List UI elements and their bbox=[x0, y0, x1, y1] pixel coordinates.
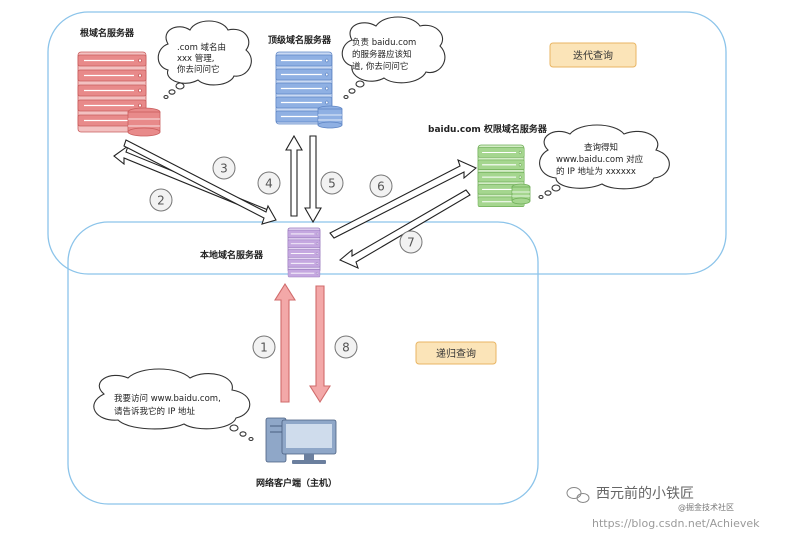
tld-server-label: 顶级域名服务器 bbox=[268, 34, 332, 46]
svg-text:3: 3 bbox=[220, 162, 228, 176]
recursive-region bbox=[67, 221, 539, 505]
local-server-label: 本地域名服务器 bbox=[200, 249, 264, 261]
wechat-icon bbox=[566, 487, 590, 503]
svg-text:1: 1 bbox=[260, 341, 268, 355]
step-6-badge: 6 bbox=[369, 174, 393, 198]
svg-text:7: 7 bbox=[407, 236, 415, 250]
iterative-query-tag: 迭代查询 bbox=[549, 42, 637, 68]
auth-server-label: baidu.com 权限域名服务器 bbox=[428, 123, 548, 135]
arrow-step-1 bbox=[274, 282, 296, 403]
step-4-badge: 4 bbox=[257, 171, 281, 195]
local-server-icon bbox=[287, 227, 321, 278]
tld-speech-bubble bbox=[341, 16, 446, 100]
arrow-step-6 bbox=[329, 158, 478, 239]
client-speech-bubble bbox=[93, 368, 254, 442]
computer-icon bbox=[265, 417, 337, 464]
svg-text:递归查询: 递归查询 bbox=[436, 347, 476, 360]
svg-text:迭代查询: 迭代查询 bbox=[573, 49, 613, 62]
watermark-sub: @掘金技术社区 bbox=[678, 502, 734, 512]
tld-bubble-text: 负责 baidu.com 的服务器应该知 道, 你去问问它 bbox=[352, 37, 419, 72]
step-2-badge: 2 bbox=[149, 188, 173, 212]
iterative-region bbox=[47, 11, 727, 275]
svg-text:4: 4 bbox=[265, 177, 273, 191]
arrow-step-8 bbox=[309, 285, 331, 404]
svg-text:5: 5 bbox=[328, 177, 336, 191]
arrow-step-3 bbox=[123, 139, 277, 225]
auth-speech-bubble bbox=[538, 124, 670, 200]
root-server-icon bbox=[77, 51, 161, 137]
root-server-label: 根域名服务器 bbox=[80, 27, 135, 39]
watermark-brand: 西元前的小铁匠 bbox=[596, 485, 694, 502]
root-bubble-text: .com 域名由 xxx 管理, 你去问问它 bbox=[177, 42, 229, 75]
tld-server-icon bbox=[275, 51, 343, 129]
step-3-badge: 3 bbox=[212, 156, 236, 180]
arrow-step-7 bbox=[338, 189, 471, 270]
auth-bubble-text: 查询得知 www.baidu.com 对应 的 IP 地址为 xxxxxx bbox=[556, 142, 646, 177]
arrow-step-4 bbox=[285, 134, 303, 217]
root-speech-bubble bbox=[157, 20, 252, 100]
auth-server-icon bbox=[477, 144, 531, 208]
step-1-badge: 1 bbox=[252, 335, 276, 359]
step-5-badge: 5 bbox=[320, 171, 344, 195]
svg-text:6: 6 bbox=[377, 180, 385, 194]
svg-text:2: 2 bbox=[157, 194, 165, 208]
arrow-step-5 bbox=[304, 135, 322, 224]
client-label: 网络客户端（主机） bbox=[256, 477, 337, 489]
svg-text:8: 8 bbox=[342, 341, 350, 355]
step-8-badge: 8 bbox=[334, 335, 358, 359]
step-7-badge: 7 bbox=[399, 230, 423, 254]
recursive-query-tag: 递归查询 bbox=[415, 341, 497, 365]
client-bubble-text: 我要访问 www.baidu.com, 请告诉我它的 IP 地址 bbox=[114, 393, 224, 417]
watermark-url: https://blog.csdn.net/Achievek bbox=[592, 517, 760, 530]
